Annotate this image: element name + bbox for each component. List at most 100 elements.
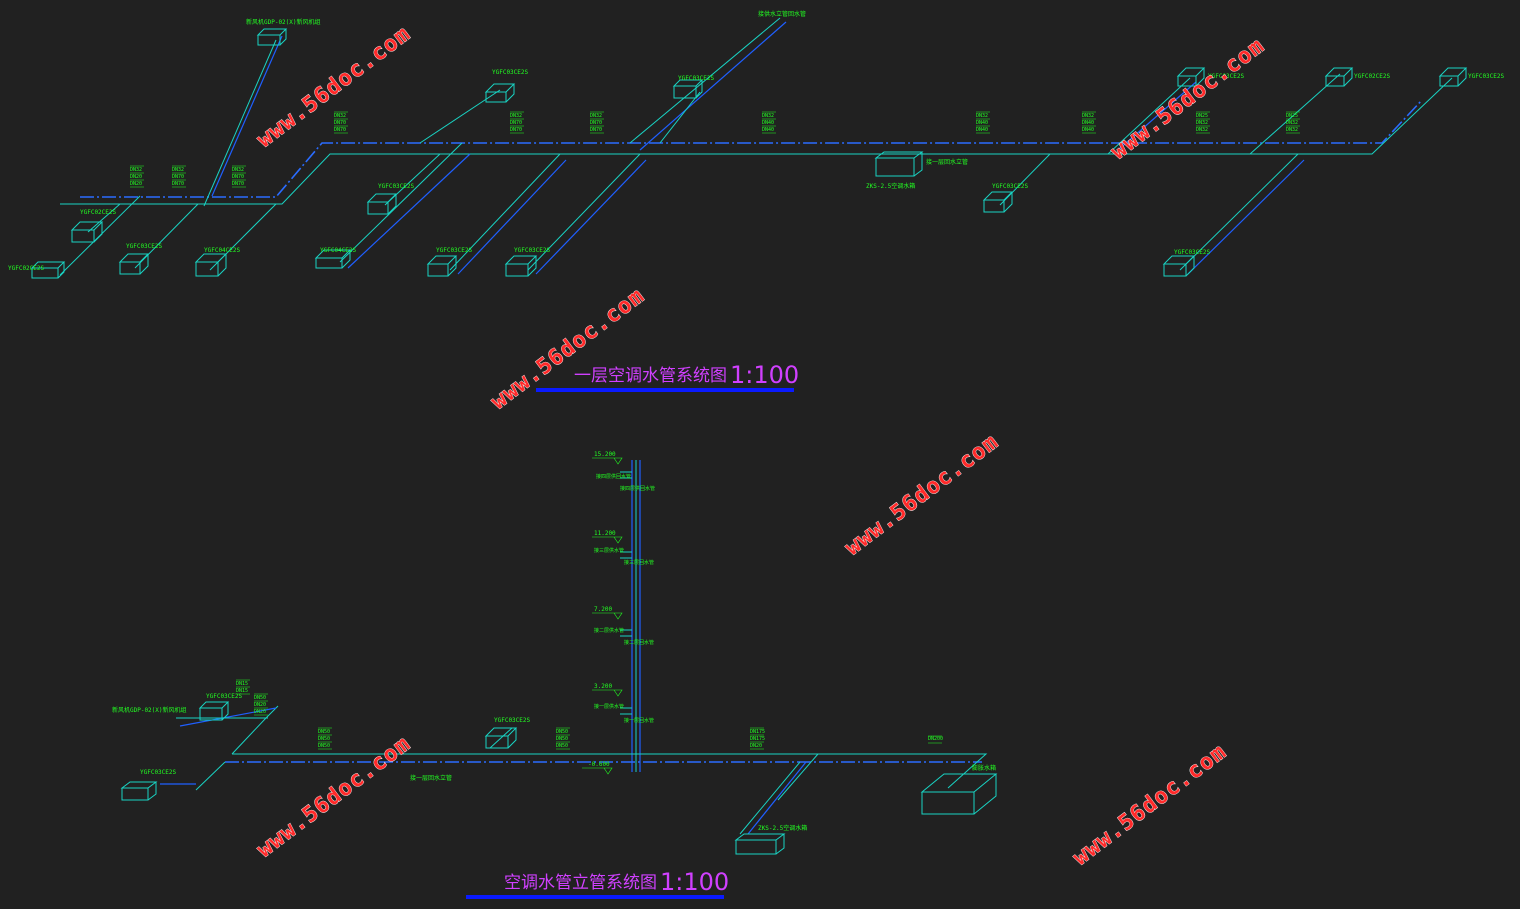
pipe-size: DN70 [172, 181, 184, 187]
pipe-size: DN25 [1286, 113, 1298, 119]
unit-label: YGFC03CE2S [436, 247, 473, 254]
riser-note: 接三层回水管 [624, 559, 654, 566]
tank-label: 膨胀水箱 [972, 764, 996, 772]
top-title-underline [536, 388, 794, 392]
pipe-size: DN15 [236, 681, 248, 687]
unit-label: YGFC03CE2S [992, 183, 1029, 190]
pipe-size: DN70 [510, 120, 522, 126]
unit-label: YGFC03CE2S [492, 69, 529, 76]
chiller-label: ZKS-2.5空调水箱 [758, 824, 807, 832]
pipe-size: DN40 [1082, 120, 1094, 126]
unit-label: YGFC03CE2S [494, 717, 531, 724]
pipe-size: DN50 [318, 743, 330, 749]
pipe-size: DN32 [510, 113, 522, 119]
unit-label: YGFC03CE2S [378, 183, 415, 190]
pipe-size: DN50 [254, 695, 266, 701]
unit-label: YGFC02CE2S [80, 209, 117, 216]
pipe-size: DN175 [750, 729, 765, 735]
pipe-size: DN40 [762, 120, 774, 126]
pipe-size: DN32 [130, 167, 142, 173]
riser-note: 接一层回水管 [624, 717, 654, 724]
pipe-size: DN70 [334, 127, 346, 133]
pipe-size: DN175 [750, 736, 765, 742]
pipe-size: DN20 [750, 743, 762, 749]
unit-label: YGFC03CE2S [678, 75, 715, 82]
bottom-diagram-scale: 1:100 [660, 868, 729, 896]
bottom-diagram-title: 空调水管立管系统图 [504, 873, 657, 893]
elevation-label: 15.200 [594, 451, 616, 458]
riser-note: 接三层供水管 [594, 547, 624, 554]
unit-label: YGFC03CE2S [1468, 73, 1505, 80]
elevation-label: 7.200 [594, 606, 612, 613]
pipe-size: DN70 [590, 120, 602, 126]
pipe-size: DN32 [1286, 120, 1298, 126]
pipe-size: DN32 [1286, 127, 1298, 133]
pipe-size: DN25 [1196, 113, 1208, 119]
riser-note: 接二层供水管 [594, 627, 624, 634]
pipe-size: DN20 [254, 709, 266, 715]
pipe-size: DN70 [232, 181, 244, 187]
unit-label: YGFC03CE2S [514, 247, 551, 254]
pipe-size: DN32 [232, 167, 244, 173]
unit-label: YGFC02CE2S [1354, 73, 1391, 80]
pipe-size: DN70 [334, 120, 346, 126]
main-supply-pipe [60, 77, 1453, 205]
riser-note: 接一层回水立管 [926, 158, 968, 166]
riser-diagram: 15.200 11.200 7.200 3.200 -0.600 接四层供回水管… [112, 451, 998, 855]
pipe-size: DN70 [172, 174, 184, 180]
pipe-size: DN32 [1196, 127, 1208, 133]
top-diagram-title: 一层空调水管系统图 [574, 366, 727, 386]
riser-note: 接一层回水立管 [410, 774, 452, 782]
gdp-unit-label: 新风机GDP-02(X)新风机组 [112, 706, 187, 714]
pipe-size: DN200 [928, 736, 943, 742]
unit-label: YGFC03CE2S [1208, 73, 1245, 80]
unit-label: YGFC02CE2S [8, 265, 45, 272]
pipe-size: DN20 [254, 702, 266, 708]
riser-note: 接一层供水管 [594, 703, 624, 710]
pipe-size: DN40 [976, 120, 988, 126]
pipe-size: DN32 [590, 113, 602, 119]
chiller-label: ZKS-2.5空调水箱 [866, 182, 915, 190]
unit-label: YGFC03CE2S [1174, 249, 1211, 256]
pipe-size: DN70 [510, 127, 522, 133]
riser-connect-label: 接供水立管回水管 [758, 10, 806, 18]
unit-label: YGFC03CE2S [206, 693, 243, 700]
elevation-label: 3.200 [594, 683, 612, 690]
pipe-size: DN40 [976, 127, 988, 133]
pipe-size: DN32 [172, 167, 184, 173]
watermark-text: www.56doc.com [487, 283, 650, 414]
pipe-size: DN50 [556, 736, 568, 742]
watermark-text: www.56doc.com [1107, 33, 1270, 164]
pipe-size: DN50 [556, 743, 568, 749]
main-return-pipe [80, 99, 1423, 198]
pipe-size: DN32 [762, 113, 774, 119]
pipe-size-tags [130, 111, 1300, 188]
pipe-size: DN32 [334, 113, 346, 119]
unit-label: YGFC04CE2S [320, 247, 357, 254]
elevation-label: -0.600 [588, 761, 610, 768]
pipe-size: DN70 [590, 127, 602, 133]
watermark-text: www.56doc.com [841, 429, 1004, 560]
riser-note: 接四层供回水管 [620, 485, 655, 492]
pipe-size: DN50 [318, 736, 330, 742]
fan-coil-unit [30, 28, 1468, 279]
unit-label: YGFC04CE2S [204, 247, 241, 254]
watermark-text: www.56doc.com [1069, 739, 1232, 870]
gdp-unit-label: 新风机GDP-02(X)新风机组 [246, 18, 321, 26]
pipe-size: DN32 [976, 113, 988, 119]
pipe-size: DN40 [762, 127, 774, 133]
watermark-text: www.56doc.com [253, 731, 416, 862]
riser-note: 接四层供回水管 [596, 473, 631, 480]
riser-note: 接二层回水管 [624, 639, 654, 646]
pipe-size: DN15 [236, 688, 248, 694]
pipe-size: DN32 [1082, 113, 1094, 119]
unit-label: YGFC03CE2S [126, 243, 163, 250]
pipe-size: DN20 [130, 174, 142, 180]
pipe-size: DN32 [1196, 120, 1208, 126]
top-system-diagram: 新风机GDP-02(X)新风机组 接供水立管回水管 YGFC03CE2S YGF… [8, 10, 1505, 279]
unit-label: YGFC03CE2S [140, 769, 177, 776]
bottom-title-underline [466, 895, 724, 899]
pipe-size: DN70 [232, 174, 244, 180]
top-diagram-scale: 1:100 [730, 361, 799, 389]
